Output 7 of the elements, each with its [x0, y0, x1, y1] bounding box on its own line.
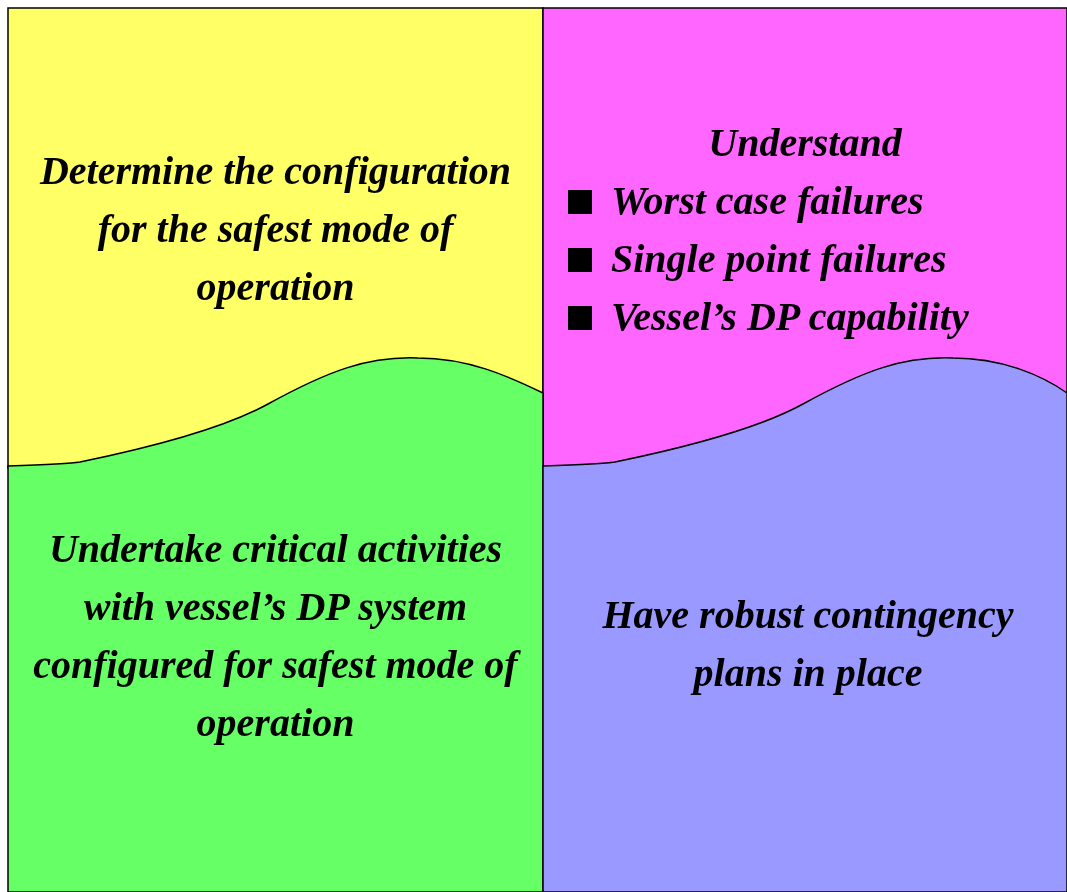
bullet-item: Vessel’s DP capability — [611, 293, 969, 341]
panel-text: Determine the configuration for the safest mode of operation — [38, 147, 513, 311]
panel-text: Have robust contingency plans in place — [601, 591, 1015, 697]
panel-heading: Understand — [707, 119, 903, 167]
bullet-item: Worst case failures — [611, 177, 924, 225]
bullet-item: Single point failures — [611, 235, 947, 283]
panel-text: Undertake critical activities with vessel’s DP system configured for safest mode of operation — [28, 520, 523, 752]
